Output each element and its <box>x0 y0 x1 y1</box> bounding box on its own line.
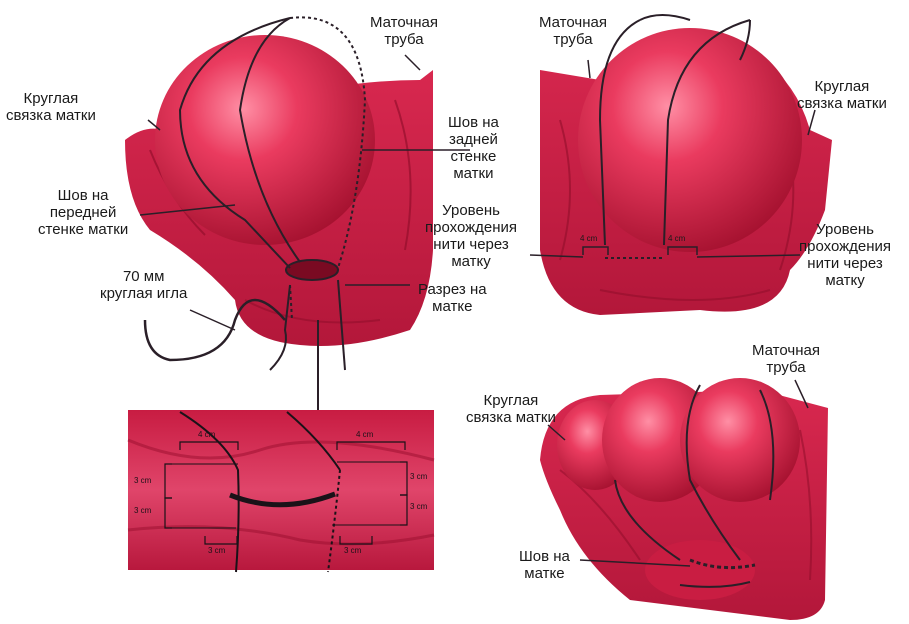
dim-bottom-left: 3 cm <box>208 546 225 555</box>
dim-bottom-right: 3 cm <box>344 546 361 555</box>
dim-right-upper: 3 cm <box>410 472 427 481</box>
dim-label-right: 4 cm <box>668 234 685 243</box>
panel-anterior-view <box>125 17 470 410</box>
panel-incision-closeup <box>128 410 434 572</box>
panel-posterior-view <box>530 15 832 315</box>
dim-top-right: 4 cm <box>356 430 373 439</box>
dim-right-lower: 3 cm <box>410 502 427 511</box>
dim-left-upper: 3 cm <box>134 476 151 485</box>
dim-left-lower: 3 cm <box>134 506 151 515</box>
dim-top-left: 4 cm <box>198 430 215 439</box>
dim-label-left: 4 cm <box>580 234 597 243</box>
panel-completed-suture <box>540 378 828 620</box>
